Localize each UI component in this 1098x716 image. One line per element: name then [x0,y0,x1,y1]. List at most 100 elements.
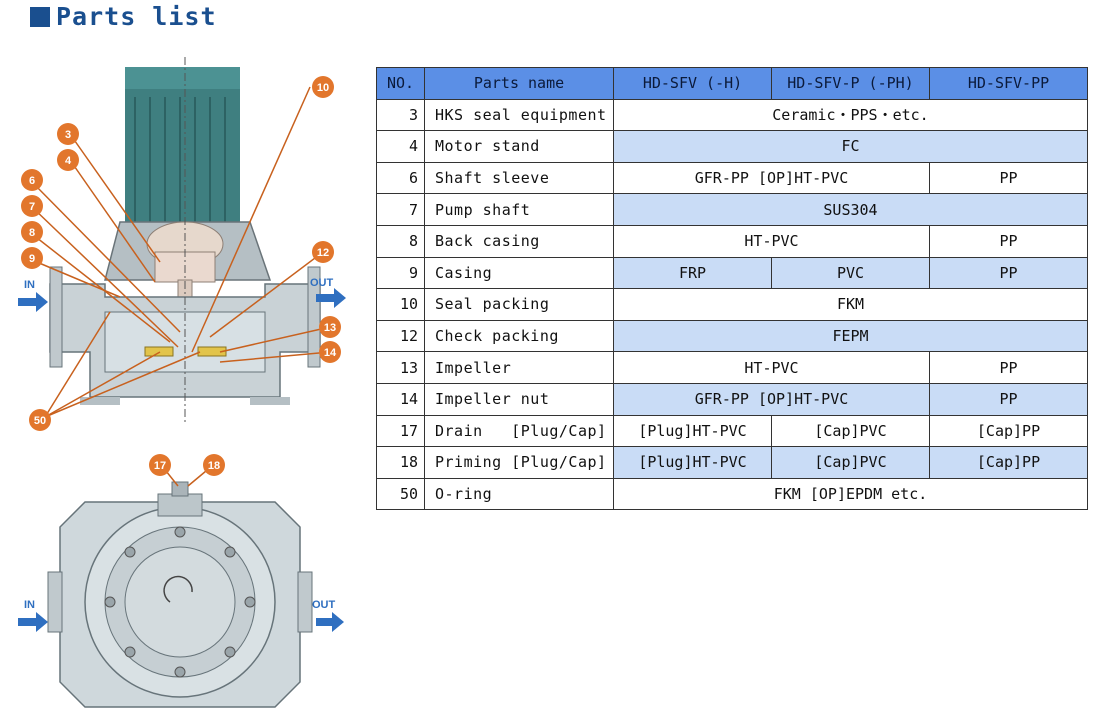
part-name: Shaft sleeve [424,161,614,195]
callout-10: 10 [312,76,334,98]
svg-text:4: 4 [65,155,72,167]
material-cell: GFR-PP [OP]HT-PVC [613,382,930,416]
part-number: 50 [376,477,425,511]
svg-text:9: 9 [29,253,35,265]
page-title: Parts list [30,2,217,31]
part-name: Pump shaft [424,193,614,226]
part-number: 6 [376,161,425,195]
part-name: Impeller nut [424,382,614,416]
part-name: Back casing [424,224,614,258]
material-cell: [Cap]PP [929,446,1088,479]
part-name: Drain [Plug/Cap] [424,414,614,448]
part-number: 12 [376,319,425,353]
material-cell: PP [929,351,1088,384]
out-arrow-bottom-icon [316,612,344,632]
material-cell: [Cap]PVC [771,414,930,448]
material-cell: [Plug]HT-PVC [613,446,772,479]
callout-7: 7 [21,195,43,217]
part-name: O-ring [424,477,614,511]
header-hd-sfv-pp: HD-SFV-PP [929,67,1088,100]
material-cell: PVC [771,256,930,290]
material-cell: Ceramic・PPS・etc. [613,98,1088,132]
title-square-icon [30,6,50,27]
material-cell: PP [929,382,1088,416]
callout-4: 4 [57,149,79,171]
pump-topview-diagram: IN OUT 17 18 [18,454,344,708]
callout-12: 12 [312,241,334,263]
part-number: 4 [376,130,425,163]
material-cell: FRP [613,256,772,290]
header-no: NO. [376,67,425,100]
material-cell: GFR-PP [OP]HT-PVC [613,161,930,195]
part-name: Seal packing [424,288,614,321]
part-number: 18 [376,446,425,479]
material-cell: FEPM [613,319,1088,353]
part-name: Impeller [424,351,614,384]
callout-17: 17 [149,454,171,476]
callout-6: 6 [21,169,43,191]
part-number: 13 [376,351,425,384]
svg-text:3: 3 [65,129,71,141]
callout-14: 14 [319,341,341,363]
part-name: Priming [Plug/Cap] [424,446,614,479]
header-hd-sfv-p: HD-SFV-P (-PH) [771,67,930,100]
part-name: Check packing [424,319,614,353]
header-hd-sfv: HD-SFV (-H) [613,67,772,100]
material-cell: HT-PVC [613,224,930,258]
part-name: Motor stand [424,130,614,163]
svg-text:17: 17 [154,460,166,472]
material-cell: HT-PVC [613,351,930,384]
table-header-row: NO. Parts name HD-SFV (-H) HD-SFV-P (-PH… [376,67,1088,100]
material-cell: FC [613,130,1088,163]
parts-table: NO. Parts name HD-SFV (-H) HD-SFV-P (-PH… [376,67,1088,511]
material-cell: FKM [613,288,1088,321]
out-label-top: OUT [310,277,334,289]
callout-50: 50 [29,409,51,431]
material-cell: PP [929,256,1088,290]
material-cell: PP [929,224,1088,258]
part-number: 9 [376,256,425,290]
callout-8: 8 [21,221,43,243]
material-cell: [Cap]PVC [771,446,930,479]
part-number: 14 [376,382,425,416]
svg-text:18: 18 [208,460,220,472]
part-name: HKS seal equipment [424,98,614,132]
pump-section-diagram: IN OUT 10 3 4 6 7 8 9 12 13 14 50 [18,57,346,431]
in-arrow-bottom-icon [18,612,48,632]
material-cell: FKM [OP]EPDM etc. [613,477,1088,511]
out-arrow-icon [316,288,346,308]
callout-9: 9 [21,247,43,269]
svg-text:14: 14 [324,347,337,359]
material-cell: [Cap]PP [929,414,1088,448]
part-number: 10 [376,288,425,321]
svg-text:7: 7 [29,201,35,213]
svg-text:12: 12 [317,247,329,259]
part-number: 17 [376,414,425,448]
svg-text:8: 8 [29,227,35,239]
motor-body [125,67,240,227]
in-label-bottom: IN [24,599,35,611]
part-name: Casing [424,256,614,290]
header-parts-name: Parts name [424,67,614,100]
part-number: 8 [376,224,425,258]
svg-text:13: 13 [324,322,336,334]
material-cell: SUS304 [613,193,1088,226]
in-label-top: IN [24,279,35,291]
callout-13: 13 [319,316,341,338]
svg-text:6: 6 [29,175,35,187]
part-number: 3 [376,98,425,132]
callout-3: 3 [57,123,79,145]
in-arrow-icon [18,292,48,312]
